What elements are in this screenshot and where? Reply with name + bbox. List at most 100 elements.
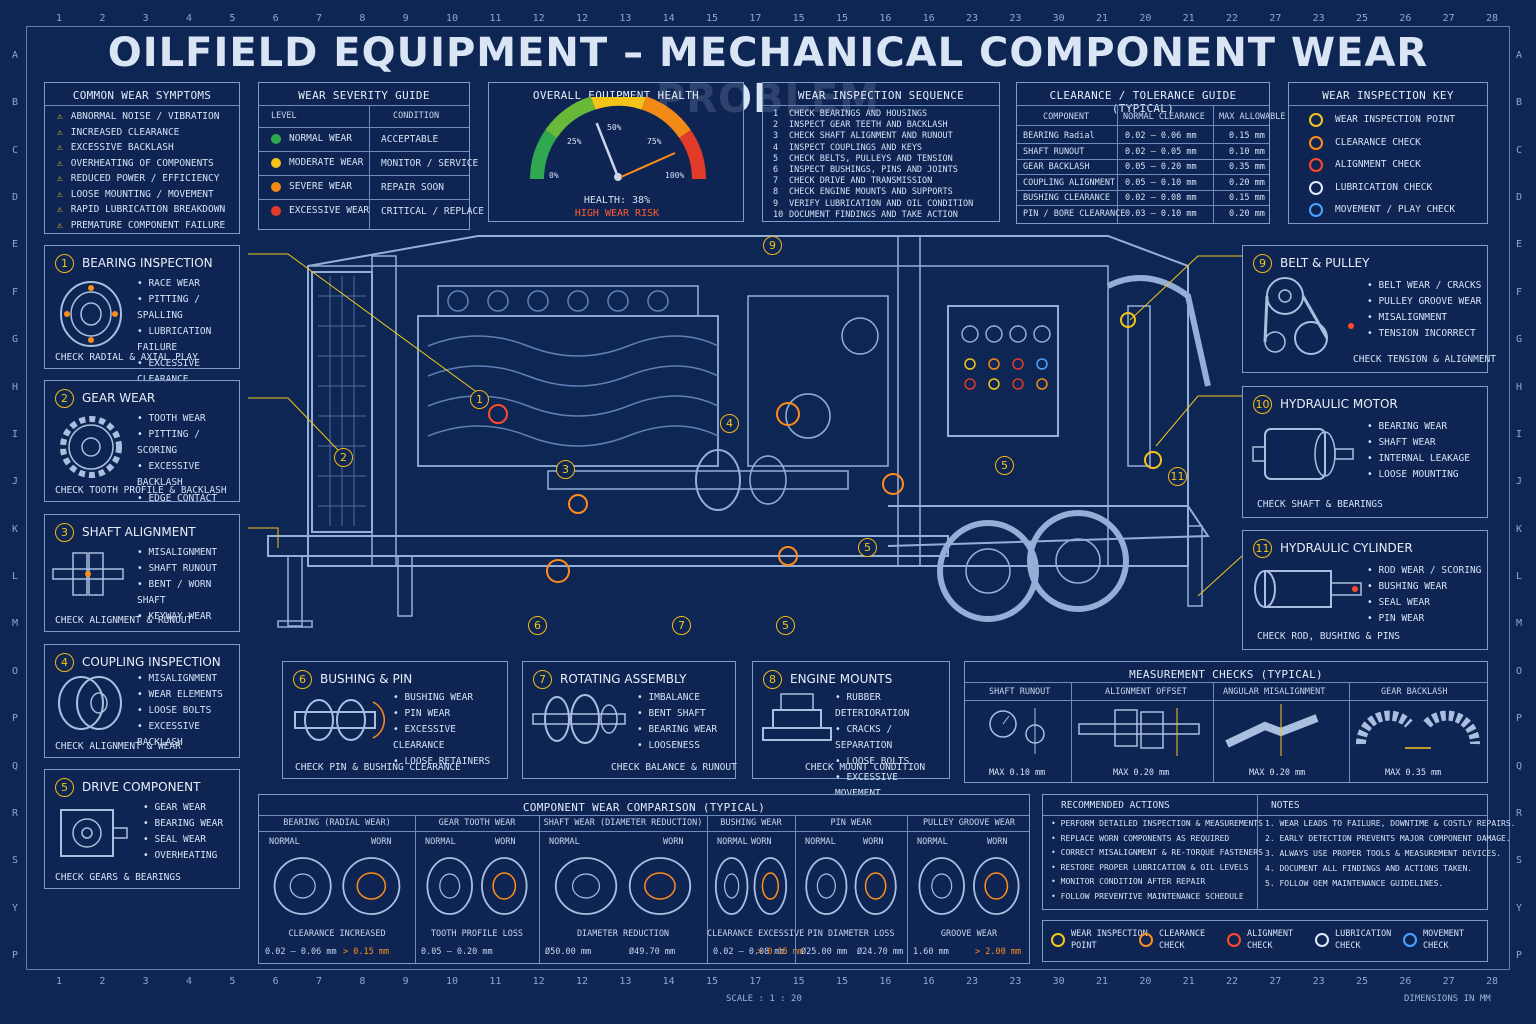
clearance-component: COUPLING ALIGNMENT	[1023, 177, 1116, 188]
card-list-item: KEYWAY WEAR	[137, 609, 239, 625]
card-4-footer: CHECK ALIGNMENT & WEAR	[55, 741, 181, 752]
card-7-footer: CHECK BALANCE & RUNOUT	[611, 762, 737, 773]
machine-callout-4: 4	[720, 414, 739, 433]
gearbox-icon	[60, 809, 128, 857]
severity-condition: REPAIR SOON	[381, 182, 444, 193]
symptoms-panel: COMMON WEAR SYMPTOMS ⚠ABNORMAL NOISE / V…	[44, 82, 240, 234]
gauge-label-75: 75%	[647, 137, 662, 146]
bullet-icon: •	[1051, 862, 1061, 872]
bullet-icon: •	[1051, 848, 1061, 857]
card-3-number: 3	[55, 523, 74, 542]
symptom-item: ⚠RAPID LUBRICATION BREAKDOWN	[57, 204, 225, 215]
symptom-text: OVERHEATING OF COMPONENTS	[70, 157, 214, 169]
severity-condition: MONITOR / SERVICE	[381, 158, 479, 169]
card-11-footer: CHECK ROD, BUSHING & PINS	[1257, 631, 1400, 642]
ruler-left-tick: O	[12, 665, 19, 677]
card-11-title: HYDRAULIC CYLINDER	[1280, 541, 1413, 555]
ruler-right-tick: K	[1516, 523, 1523, 535]
comparison-caption: PIN DIAMETER LOSS	[807, 929, 895, 939]
symptom-item: ⚠PREMATURE COMPONENT FAILURE	[57, 220, 225, 231]
legend-marker-icon	[1139, 933, 1153, 947]
card-7-title: ROTATING ASSEMBLY	[560, 672, 687, 686]
legend-label-line1: WEAR INSPECTION	[1071, 929, 1148, 939]
comparison-illustration	[714, 857, 788, 915]
gauge-label-0: 0%	[549, 171, 559, 180]
warning-icon: ⚠	[57, 157, 63, 169]
ruler-top-tick: 16	[922, 13, 935, 24]
card-7-list: IMBALANCEBENT SHAFTBEARING WEARLOOSENESS	[637, 690, 717, 754]
actions-notes-panel: RECOMMENDED ACTIONS NOTES • PERFORM DETA…	[1042, 794, 1515, 910]
card-list-item: BUSHING WEAR	[1367, 579, 1481, 595]
card-5-number: 5	[55, 778, 74, 797]
card-1-number: 1	[55, 254, 74, 273]
ruler-right-tick: I	[1516, 428, 1523, 440]
gear-icon	[60, 416, 122, 478]
card-6-list: BUSHING WEARPIN WEAREXCESSIVE CLEARANCEL…	[393, 690, 507, 770]
hydraulic-cylinder-icon	[1254, 570, 1362, 608]
measurement-panel: MEASUREMENT CHECKS (TYPICAL) SHAFT RUNOU…	[964, 661, 1488, 783]
card-10-list: BEARING WEARSHAFT WEARINTERNAL LEAKAGELO…	[1367, 419, 1470, 483]
ruler-bottom-tick: 23	[1312, 976, 1325, 987]
ruler-top-tick: 27	[1442, 13, 1455, 24]
comparison-normal-label: NORMAL	[269, 837, 300, 847]
comparison-normal-value: 0.05 – 0.20 mm	[421, 947, 493, 957]
severity-condition: CRITICAL / REPLACE	[381, 206, 484, 217]
clearance-component: PIN / BORE CLEARANCE	[1023, 208, 1126, 219]
action-text: RESTORE PROPER LUBRICATION & OIL LEVELS	[1060, 862, 1249, 872]
ruler-bottom-tick: 23	[1009, 976, 1022, 987]
note-item: 5. FOLLOW OEM MAINTENANCE GUIDELINES.	[1265, 879, 1444, 888]
alignment-check-icon	[1309, 158, 1323, 172]
severity-level: MODERATE WEAR	[271, 157, 363, 168]
card-2-list: TOOTH WEARPITTING / SCORINGEXCESSIVE BAC…	[137, 411, 239, 507]
ruler-left-tick: K	[12, 523, 19, 535]
ruler-top-tick: 17	[749, 13, 762, 24]
symptom-item: ⚠ABNORMAL NOISE / VIBRATION	[57, 111, 219, 122]
symptom-item: ⚠REDUCED POWER / EFFICIENCY	[57, 173, 219, 184]
card-list-item: MISALIGNMENT	[137, 671, 239, 687]
card-list-item: LOOSE MOUNTING	[1367, 467, 1470, 483]
card-list-item: ROD WEAR / SCORING	[1367, 563, 1481, 579]
card-list-item: SEAL WEAR	[1367, 595, 1481, 611]
card-list-item: EXCESSIVE BACKLASH	[137, 459, 239, 491]
inspection-point-icon	[1309, 113, 1323, 127]
symptom-item: ⚠LOOSE MOUNTING / MOVEMENT	[57, 189, 214, 200]
severity-dot-icon	[271, 157, 281, 168]
ruler-left-tick: B	[12, 97, 19, 109]
clearance-max: 0.15 mm	[1229, 193, 1265, 203]
ruler-bottom-tick: 2	[99, 976, 106, 987]
ruler-top-tick: 8	[359, 13, 366, 24]
card-list-item: BEARING WEAR	[637, 722, 717, 738]
comparison-caption: CLEARANCE EXCESSIVE	[707, 929, 805, 939]
legend-label-line1: ALIGNMENT	[1247, 929, 1294, 939]
action-item: • FOLLOW PREVENTIVE MAINTENANCE SCHEDULE	[1051, 892, 1244, 901]
ruler-top-tick: 15	[706, 13, 719, 24]
clearance-panel: CLEARANCE / TOLERANCE GUIDE (TYPICAL) CO…	[1016, 82, 1286, 224]
severity-dot-icon	[271, 133, 281, 144]
card-6-title: BUSHING & PIN	[320, 672, 413, 686]
machine-callout-10: 11	[1168, 467, 1187, 486]
health-risk-text: HIGH WEAR RISK	[574, 208, 660, 219]
sequence-text: CHECK BEARINGS AND HOUSINGS	[789, 109, 928, 119]
card-10-number: 10	[1253, 395, 1272, 414]
clearance-max: 0.15 mm	[1229, 131, 1265, 141]
ruler-top-tick: 9	[402, 13, 409, 24]
measurement-illustrations	[989, 704, 1481, 756]
comparison-worn-value: > 2.00 mm	[975, 947, 1022, 957]
health-value-text: HEALTH: 38%	[583, 195, 651, 206]
card-list-item: EXCESSIVE CLEARANCE	[137, 356, 239, 388]
clearance-component: BEARING Radial	[1023, 131, 1095, 141]
ruler-bottom-tick: 15	[792, 976, 805, 987]
severity-panel: WEAR SEVERITY GUIDE LEVEL CONDITION NORM…	[258, 82, 484, 230]
ruler-bottom-tick: 4	[186, 976, 193, 987]
ruler-bottom-tick: 25	[1356, 976, 1369, 987]
note-item: 4. DOCUMENT ALL FINDINGS AND ACTIONS TAK…	[1265, 864, 1473, 873]
ruler-top-tick: 22	[1226, 13, 1239, 24]
ruler-left-tick: P	[12, 950, 19, 961]
warning-icon: ⚠	[57, 173, 63, 184]
sequence-number: 10	[773, 209, 784, 220]
comparison-normal-label: NORMAL	[805, 837, 836, 847]
card-list-item: IMBALANCE	[637, 690, 717, 706]
